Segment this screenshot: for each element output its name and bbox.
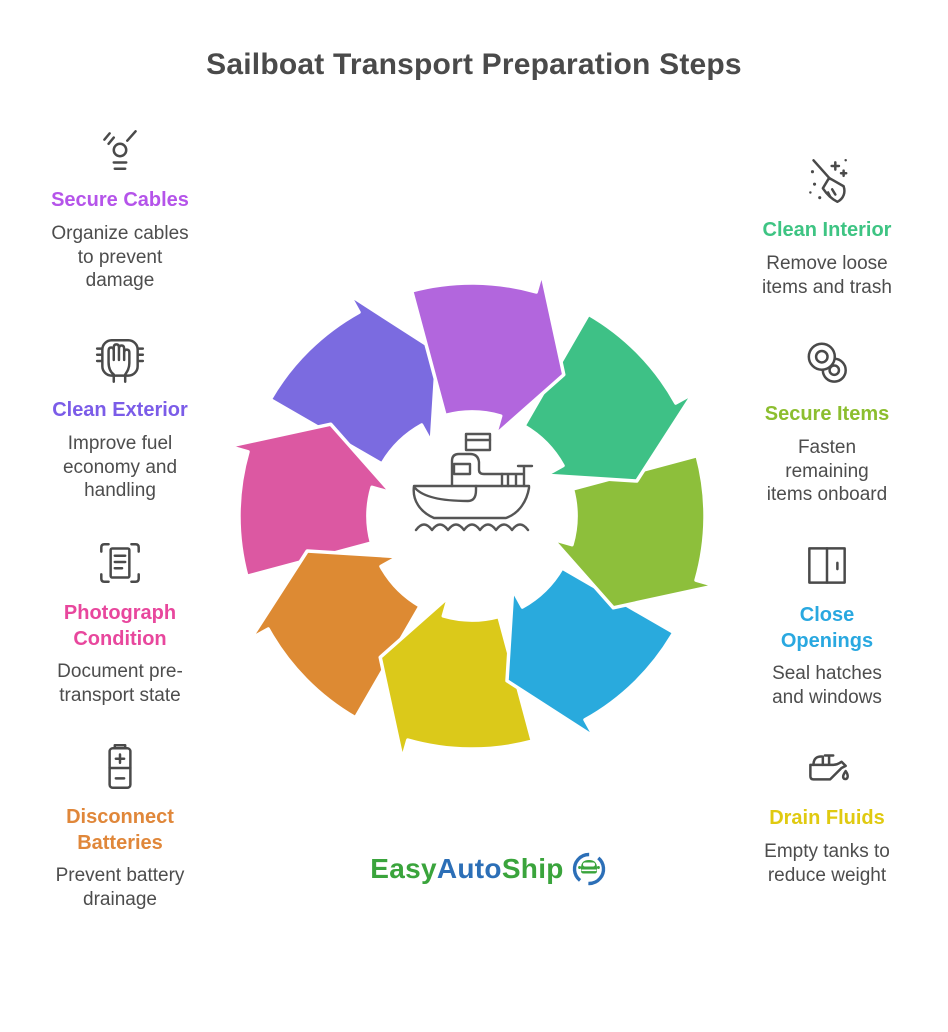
step-card-clean-interior: Clean Interior Remove loose items and tr… [729, 152, 925, 299]
step-card-disconnect-batteries: Disconnect Batteries Prevent battery dra… [24, 739, 216, 912]
plates-icon [799, 336, 855, 392]
step-title: Clean Exterior [52, 399, 188, 421]
broom-icon [799, 152, 855, 208]
cycle-arrow-1 [409, 271, 566, 438]
step-desc: Document pre- transport state [57, 661, 183, 707]
step-desc: Organize cables to prevent damage [51, 222, 189, 292]
step-title: Clean Interior [762, 219, 892, 241]
step-title: Disconnect Batteries [66, 806, 174, 854]
brand-logo: Easy Auto Ship [0, 850, 948, 888]
step-card-photograph-condition: Photograph Condition Document pre- trans… [24, 535, 216, 708]
cable-organizer-icon [92, 122, 148, 178]
step-desc: Prevent battery drainage [55, 865, 185, 911]
logo-text-ship: Ship [501, 853, 564, 884]
step-title: Close Openings [780, 604, 874, 652]
step-card-drain-fluids: Drain Fluids Empty tanks to reduce weigh… [729, 740, 925, 887]
cycle-diagram [227, 271, 717, 761]
step-title: Secure Cables [51, 189, 189, 211]
step-desc: Improve fuel economy and handling [62, 432, 178, 502]
logo-text-auto: Auto [436, 853, 502, 884]
car-refresh-icon [570, 850, 608, 888]
step-title: Secure Items [764, 403, 890, 425]
cycle-arrow-6 [248, 549, 422, 720]
cycle-arrow-5 [378, 594, 535, 761]
cycle-arrow-3 [550, 453, 717, 610]
cycle-arrow-2 [522, 312, 696, 483]
cycle-arrow-4 [505, 566, 676, 740]
oil-can-icon [799, 740, 855, 796]
step-title: Photograph Condition [63, 602, 177, 650]
scrubbing-hand-icon [92, 332, 148, 388]
step-desc: Fasten remaining items onboard [766, 436, 888, 506]
step-card-clean-exterior: Clean Exterior Improve fuel economy and … [24, 332, 216, 503]
step-card-close-openings: Close Openings Seal hatches and windows [729, 537, 925, 710]
step-desc: Empty tanks to reduce weight [764, 840, 890, 886]
boat-icon [406, 428, 538, 540]
logo-text-easy: Easy [370, 853, 437, 884]
step-title: Drain Fluids [769, 807, 885, 829]
step-card-secure-cables: Secure Cables Organize cables to prevent… [24, 122, 216, 293]
step-card-secure-items: Secure Items Fasten remaining items onbo… [729, 336, 925, 507]
cycle-arrow-7 [227, 422, 394, 579]
cycle-arrow-8 [268, 292, 439, 466]
window-icon [799, 537, 855, 593]
page-title: Sailboat Transport Preparation Steps [206, 48, 742, 81]
step-desc: Seal hatches and windows [772, 663, 882, 709]
document-scan-icon [92, 535, 148, 591]
battery-icon [92, 739, 148, 795]
step-desc: Remove loose items and trash [762, 252, 892, 298]
